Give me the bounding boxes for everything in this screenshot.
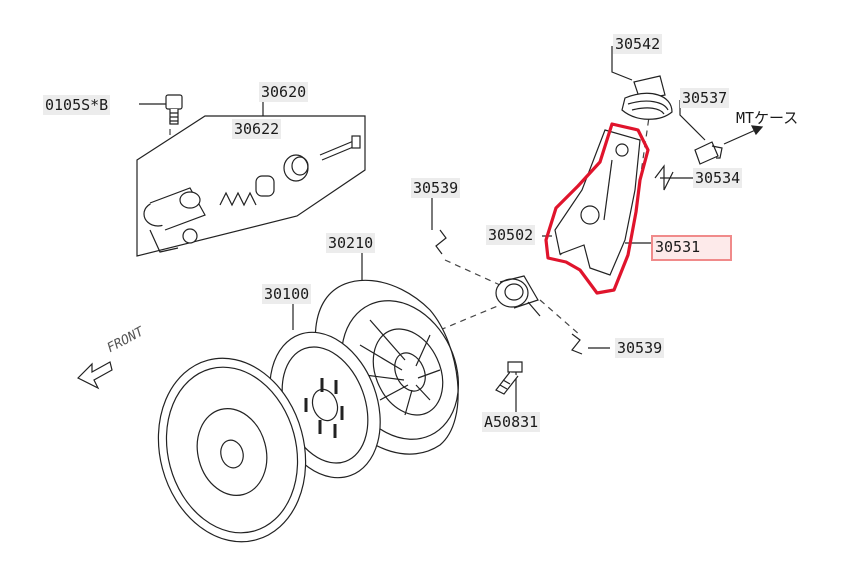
- clip-30539-bottom: [571, 333, 583, 355]
- slave-cylinder-box: [136, 115, 366, 257]
- part-label-30542[interactable]: 30542: [613, 34, 663, 54]
- flywheel: [157, 357, 307, 543]
- bolt-0105s: [165, 94, 183, 125]
- part-label-a50831[interactable]: A50831: [482, 412, 541, 432]
- clip-30534: [654, 164, 674, 191]
- release-fork-30531: [554, 129, 641, 276]
- part-label-0105s[interactable]: 0105S*B: [43, 95, 111, 115]
- part-label-30537[interactable]: 30537: [680, 88, 730, 108]
- pivot-30537: [694, 125, 764, 165]
- bolt-a50831: [495, 361, 523, 395]
- part-label-30534[interactable]: 30534: [693, 168, 743, 188]
- part-label-30502[interactable]: 30502: [486, 225, 536, 245]
- release-bearing-30502: [495, 275, 541, 317]
- mt-case-annotation: MTケース: [736, 109, 799, 127]
- clip-30539-top: [435, 229, 447, 255]
- fork-highlight-outline: [544, 122, 650, 295]
- front-arrow-icon: [76, 361, 113, 390]
- part-label-30539-bottom[interactable]: 30539: [615, 338, 665, 358]
- part-label-30620[interactable]: 30620: [259, 82, 309, 102]
- part-label-30100[interactable]: 30100: [262, 284, 312, 304]
- part-label-30622[interactable]: 30622: [232, 119, 282, 139]
- part-label-30531[interactable]: 30531: [651, 235, 732, 261]
- part-label-30210[interactable]: 30210: [326, 233, 376, 253]
- boot-30542: [621, 75, 673, 120]
- part-label-30539-top[interactable]: 30539: [411, 178, 461, 198]
